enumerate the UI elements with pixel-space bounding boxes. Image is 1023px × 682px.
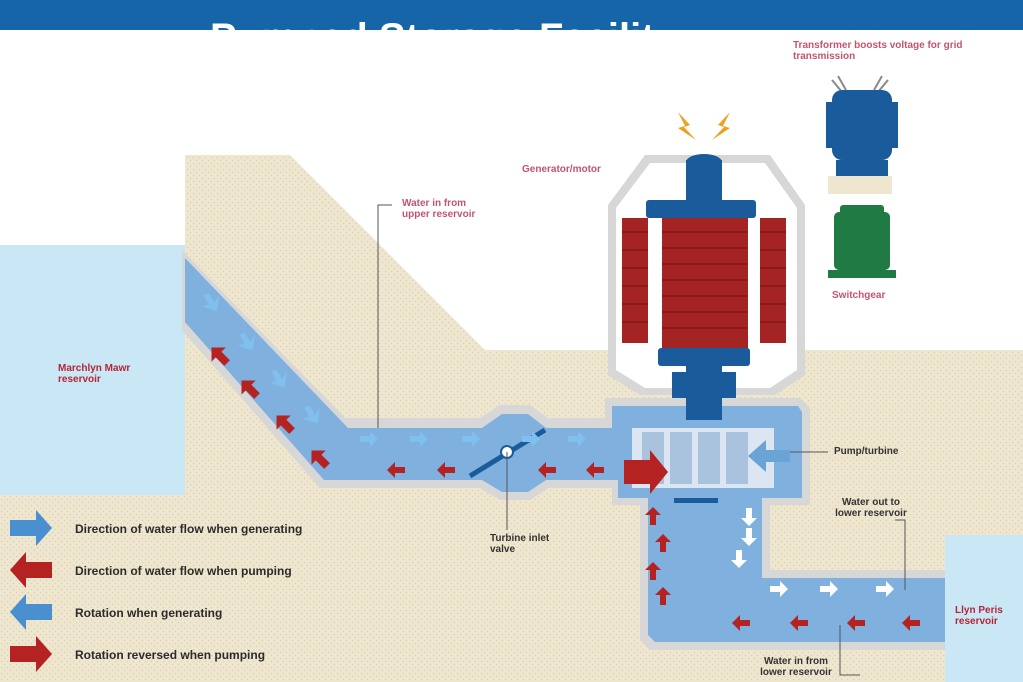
marchlyn-label: Marchlyn Mawr reservoir xyxy=(58,363,131,385)
turbine-valve-label: Turbine inlet valve xyxy=(490,533,550,555)
upper-reservoir-water xyxy=(0,245,185,495)
spark-icon xyxy=(678,112,696,140)
blue-rotation-arrow-icon xyxy=(748,440,790,472)
flow-arrows-horizontal xyxy=(360,431,790,494)
legend-item: Direction of water flow when pumping xyxy=(75,564,292,578)
legend-item: Direction of water flow when generating xyxy=(75,522,303,536)
switchgear-label: Switchgear xyxy=(832,290,886,301)
llyn-peris-label: Llyn Peris reservoir xyxy=(955,605,1003,627)
flow-arrows-penstock xyxy=(202,293,330,469)
red-arrow-left-icon xyxy=(10,552,52,588)
generator-stator-right xyxy=(760,218,786,343)
legend-item: Rotation reversed when pumping xyxy=(75,648,266,662)
transformer-label: Transformer boosts voltage for grid tran… xyxy=(793,40,963,62)
header-bar xyxy=(0,0,1023,30)
penstock-tunnel xyxy=(185,258,945,642)
pump-turbine-label: Pump/turbine xyxy=(834,446,899,457)
transformer-icon xyxy=(826,75,898,194)
blue-rotation-arrow-icon xyxy=(10,594,52,630)
water-in-lower-label: Water in from lower reservoir xyxy=(760,656,832,678)
water-out-lower-label: Water out to lower reservoir xyxy=(835,497,907,519)
flow-arrows-lower xyxy=(645,507,920,631)
red-rotation-arrow-icon xyxy=(624,450,668,494)
generator-rotor xyxy=(662,218,748,348)
page-title: Pumped Storage Facility xyxy=(210,18,677,30)
spark-icon xyxy=(712,112,730,140)
generator-stator-left xyxy=(622,218,648,343)
legend-icons xyxy=(10,510,52,672)
generator-label: Generator/motor xyxy=(522,164,601,175)
legend-item: Rotation when generating xyxy=(75,606,223,620)
blue-arrow-right-icon xyxy=(10,510,52,546)
red-rotation-arrow-icon xyxy=(10,636,52,672)
switchgear-icon xyxy=(828,205,896,278)
lower-reservoir-water xyxy=(945,535,1023,682)
plant-right-ground xyxy=(940,350,1023,535)
water-in-upper-label: Water in from upper reservoir xyxy=(402,198,476,220)
